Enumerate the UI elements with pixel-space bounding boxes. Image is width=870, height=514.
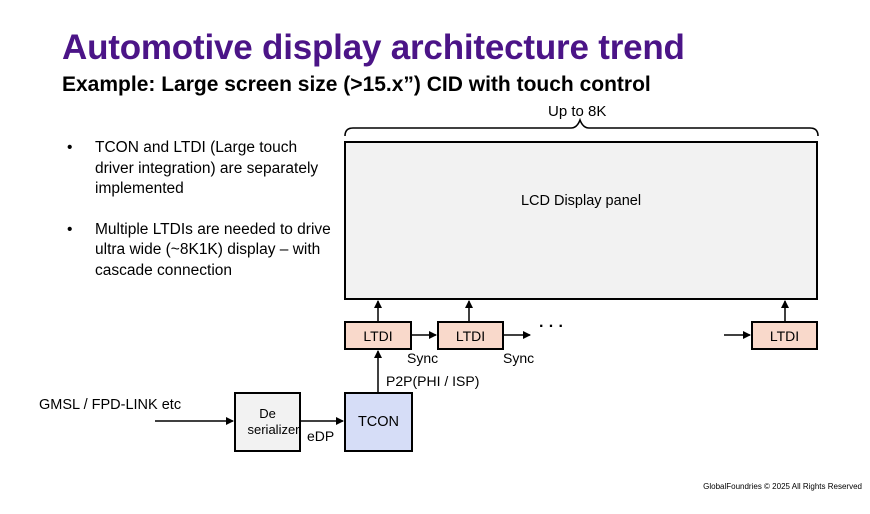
ltdi-label: LTDI	[455, 327, 486, 344]
page-title: Automotive display architecture trend	[62, 28, 685, 67]
sync-label-1: Sync	[407, 350, 439, 366]
edp-label: eDP	[307, 428, 335, 444]
ltdi-block-3: LTDI	[751, 321, 818, 350]
copyright-footer: GlobalFoundries © 2025 All Rights Reserv…	[703, 482, 862, 491]
panel-label: LCD Display panel	[520, 192, 642, 209]
ltdi-block-2: LTDI	[437, 321, 504, 350]
lcd-display-panel: LCD Display panel	[344, 141, 818, 300]
ltdi-label: LTDI	[363, 327, 393, 344]
ltdi-label: LTDI	[769, 327, 800, 344]
bullet-text: Multiple LTDIs are needed to drive ultra…	[95, 220, 331, 279]
page-subtitle: Example: Large screen size (>15.x”) CID …	[62, 73, 651, 96]
bullet-item: • TCON and LTDI (Large touch driver inte…	[67, 138, 332, 200]
bullet-list: • TCON and LTDI (Large touch driver inte…	[67, 138, 332, 301]
bullet-dot: •	[67, 220, 73, 238]
input-label: GMSL / FPD-LINK etc	[39, 397, 182, 413]
tcon-label: TCON	[357, 414, 400, 430]
deserializer-label: De serializer	[247, 406, 300, 437]
tcon-block: TCON	[344, 392, 413, 452]
sync-label-2: Sync	[503, 350, 535, 366]
brace-label: Up to 8K	[548, 103, 607, 120]
deserializer-block: De serializer	[234, 392, 301, 452]
bullet-text: TCON and LTDI (Large touch driver integr…	[95, 139, 319, 197]
bullet-dot: •	[67, 139, 73, 156]
ellipsis: · · ·	[539, 318, 564, 335]
p2p-label: P2P(PHI / ISP)	[386, 373, 480, 389]
bullet-item: • Multiple LTDIs are needed to drive ult…	[67, 220, 332, 282]
width-brace	[344, 117, 819, 137]
ltdi-block-1: LTDI	[344, 321, 412, 350]
